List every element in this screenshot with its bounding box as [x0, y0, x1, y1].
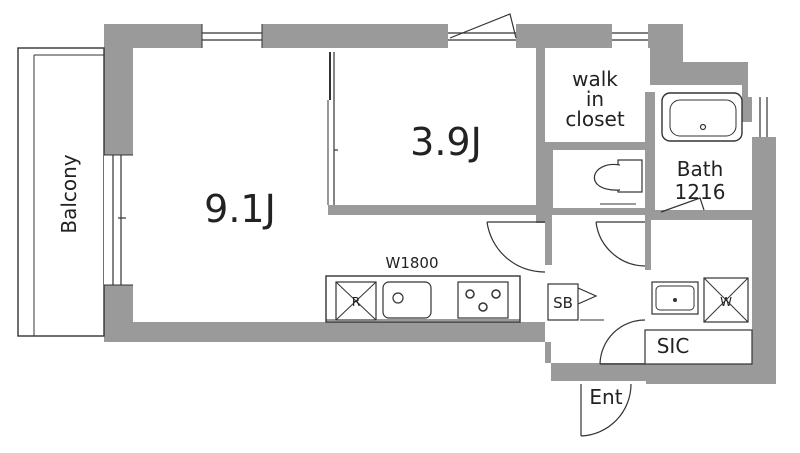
- balcony-label: Balcony: [57, 154, 81, 233]
- fridge-mark: R: [352, 295, 360, 309]
- sic-label: SIC: [657, 334, 690, 358]
- shoe-box: [547, 283, 579, 321]
- bedroom-window-swing: [449, 13, 517, 39]
- bath-door: [660, 197, 705, 213]
- wic-label-3: closet: [565, 107, 625, 131]
- windows: [201, 24, 776, 137]
- shoe-box-label: SB: [553, 294, 573, 312]
- doors: [486, 221, 646, 437]
- interior-walls: [328, 48, 752, 270]
- balcony: [17, 47, 133, 337]
- main-room-size: 9.1J: [204, 187, 276, 231]
- wic-label-2: in: [586, 87, 604, 111]
- bath-label: Bath: [677, 157, 724, 181]
- wic-label-1: walk: [572, 67, 618, 91]
- sic-closet: [644, 329, 753, 365]
- washroom-fixtures: [651, 277, 749, 323]
- entrance-label: Ent: [589, 385, 622, 409]
- bath-size: 1216: [675, 180, 726, 204]
- washer-mark: W: [720, 295, 732, 309]
- kitchen-counter: [325, 275, 521, 323]
- bathtub: [661, 92, 743, 142]
- sliding-partition: [327, 52, 335, 205]
- bedroom-size: 3.9J: [410, 120, 482, 164]
- toilet: [593, 159, 643, 205]
- kitchen-width-label: W1800: [385, 254, 438, 272]
